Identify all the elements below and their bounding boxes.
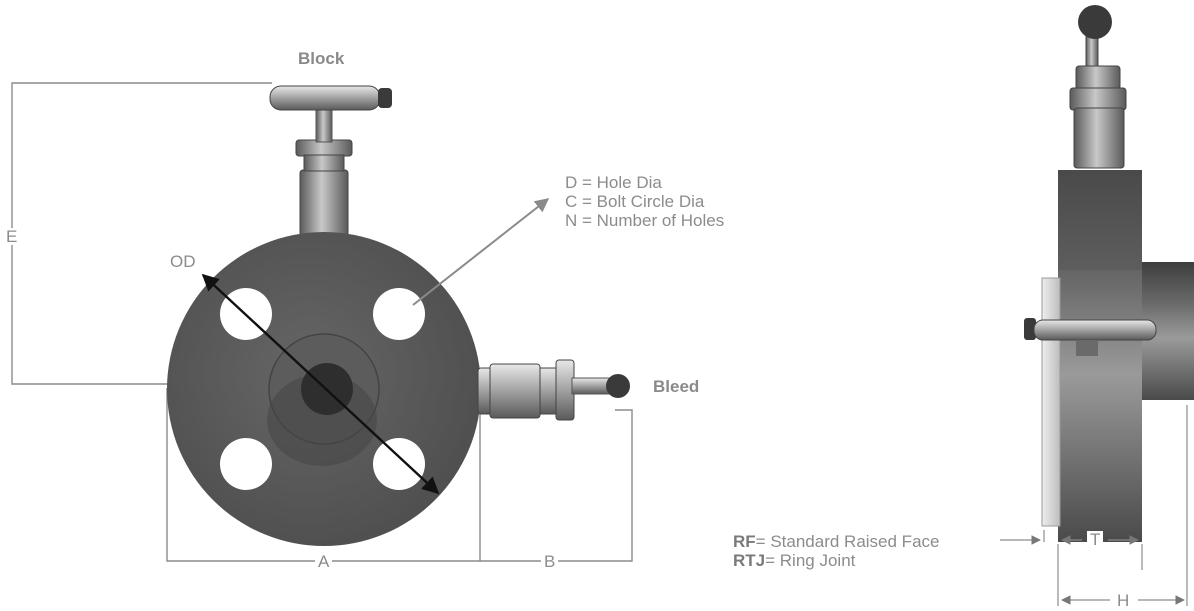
rtj-legend-row: RTJ= Ring Joint: [733, 551, 939, 570]
flange-front: [167, 232, 481, 546]
side-view: [1024, 5, 1194, 542]
a-dimension-label: A: [315, 553, 333, 570]
rf-abbr: RF: [733, 532, 756, 551]
b-dimension-label: B: [541, 553, 559, 570]
bolt-circle-text: C = Bolt Circle Dia: [565, 192, 705, 211]
rf-text: = Standard Raised Face: [755, 532, 940, 551]
t-dimension-label: T: [1087, 531, 1104, 548]
rf-legend-row: RF= Standard Raised Face: [733, 532, 939, 551]
h-dimension-label: H: [1114, 592, 1133, 609]
hole-dia-text: D = Hole Dia: [565, 173, 662, 192]
e-dimension-label: E: [3, 228, 21, 245]
od-dimension-arrow: [201, 273, 440, 495]
bolt-hole: [373, 288, 425, 340]
face-legend: RF= Standard Raised Face RTJ= Ring Joint: [733, 532, 939, 570]
bleed-label: Bleed: [653, 377, 700, 396]
number-of-holes-text: N = Number of Holes: [565, 211, 725, 230]
block-label: Block: [298, 49, 345, 68]
rtj-text: = Ring Joint: [765, 551, 856, 570]
hole-legend: D = Hole Dia C = Bolt Circle Dia N = Num…: [565, 173, 724, 230]
block-valve: [269, 85, 392, 249]
bolt-hole: [373, 438, 425, 490]
hole-pointer-arrow: [412, 198, 550, 306]
rtj-abbr: RTJ: [733, 551, 766, 570]
bolt-hole: [220, 438, 272, 490]
bleed-valve: [477, 359, 630, 421]
od-label: OD: [170, 252, 196, 271]
side-dimension-lines: [1000, 405, 1188, 606]
